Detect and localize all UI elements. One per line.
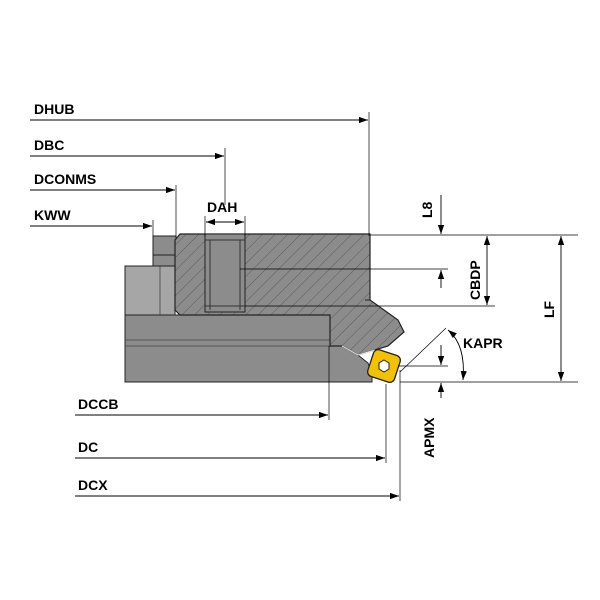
left-dimensions: DHUB DBC DCONMS KWW DAH DCCB DC DCX bbox=[30, 101, 401, 501]
right-dimensions: L8 CBDP LF APMX KAPR bbox=[240, 195, 578, 458]
kww-label: KWW bbox=[34, 207, 71, 223]
cutting-insert bbox=[367, 349, 401, 383]
apmx-label: APMX bbox=[421, 417, 437, 458]
dc-label: DC bbox=[78, 439, 98, 455]
l8-label: L8 bbox=[419, 201, 435, 218]
cutter-hub-left bbox=[124, 265, 176, 316]
lf-label: LF bbox=[541, 300, 557, 318]
dbc-label: DBC bbox=[34, 137, 64, 153]
kapr-edge-line bbox=[399, 327, 447, 373]
cbdp-label: CBDP bbox=[467, 260, 483, 300]
pocket-edge bbox=[341, 345, 376, 356]
dcx-label: DCX bbox=[78, 477, 108, 493]
dah-label: DAH bbox=[207, 199, 237, 215]
dhub-label: DHUB bbox=[34, 101, 74, 117]
insert-screw-icon bbox=[378, 359, 390, 373]
kapr-label: KAPR bbox=[463, 335, 503, 351]
dccb-label: DCCB bbox=[78, 396, 118, 412]
cutter-body bbox=[124, 233, 405, 383]
dconms-label: DCONMS bbox=[34, 171, 96, 187]
bolt-hole bbox=[204, 233, 246, 313]
kapr-angle-arc bbox=[447, 329, 467, 381]
drive-key bbox=[152, 235, 177, 267]
